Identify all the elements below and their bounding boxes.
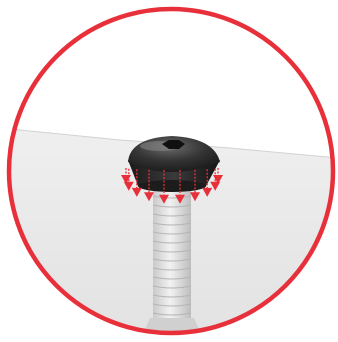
screw-head	[128, 136, 220, 192]
